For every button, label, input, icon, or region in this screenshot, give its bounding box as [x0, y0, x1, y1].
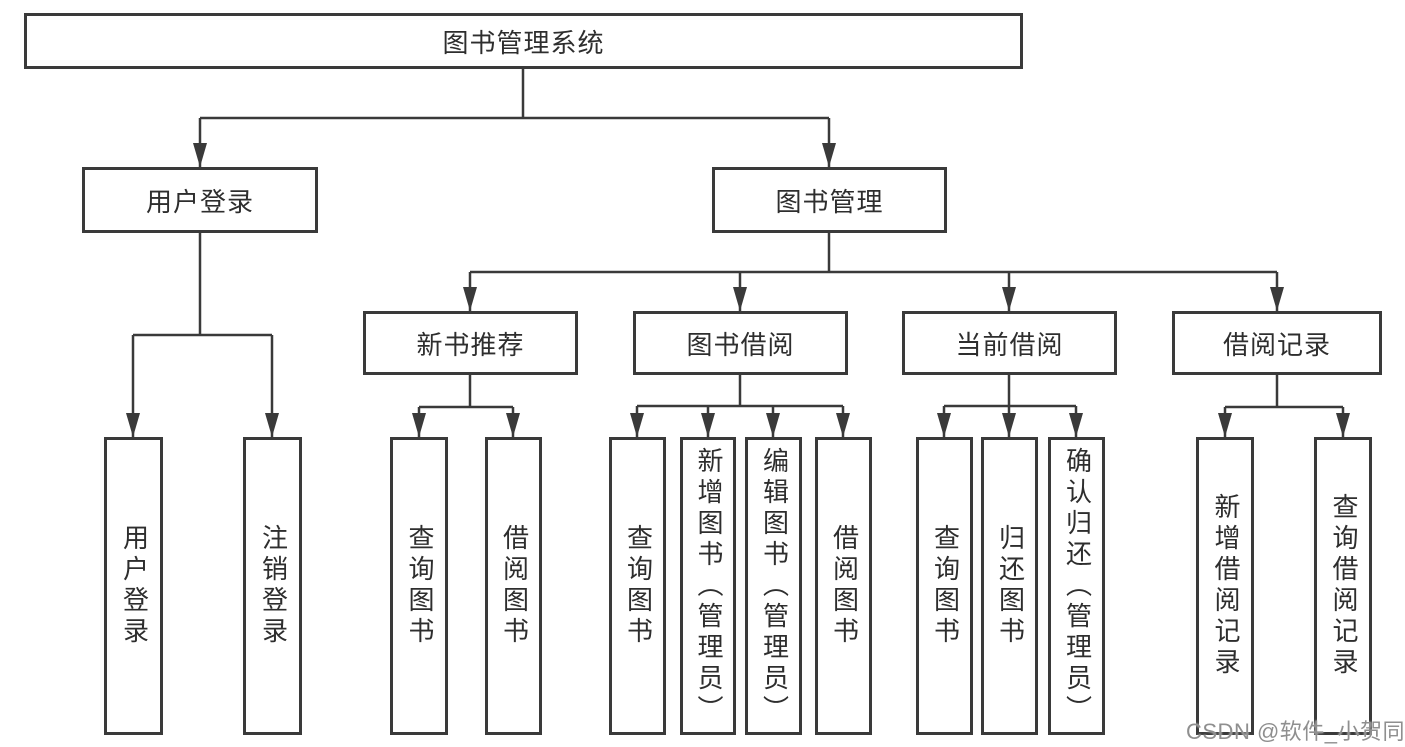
leaf-newbooks-query: 查询图书 [390, 437, 448, 735]
leaf-borrow-edit-admin: 编辑图书（管理员） [745, 437, 802, 735]
node-current-borrow: 当前借阅 [902, 311, 1117, 375]
leaf-current-query: 查询图书 [916, 437, 973, 735]
node-current-borrow-label: 当前借阅 [955, 329, 1064, 360]
connector-current-borrow-rail [944, 375, 1076, 408]
node-book-mgmt: 图书管理 [712, 167, 947, 233]
leaf-user-login: 用户登录 [104, 437, 163, 735]
leaf-user-login-label: 用户登录 [119, 524, 150, 648]
node-new-books: 新书推荐 [363, 311, 578, 375]
node-root-label: 图书管理系统 [442, 27, 605, 58]
leaf-current-return: 归还图书 [981, 437, 1038, 735]
leaf-borrow-query-label: 查询图书 [623, 524, 654, 648]
leaf-logout-label: 注销登录 [258, 524, 289, 648]
node-book-borrow: 图书借阅 [633, 311, 848, 375]
node-book-mgmt-label: 图书管理 [775, 186, 884, 217]
node-new-books-label: 新书推荐 [416, 329, 525, 360]
leaf-records-query: 查询借阅记录 [1314, 437, 1372, 735]
leaf-records-add: 新增借阅记录 [1196, 437, 1254, 735]
node-user-login: 用户登录 [82, 167, 318, 233]
node-root: 图书管理系统 [24, 13, 1023, 69]
connector-root-rail [200, 68, 829, 120]
leaf-borrow-borrow: 借阅图书 [815, 437, 872, 735]
leaf-logout: 注销登录 [243, 437, 302, 735]
leaf-newbooks-borrow: 借阅图书 [485, 437, 542, 735]
node-user-login-label: 用户登录 [145, 186, 254, 217]
leaf-borrow-edit-admin-label: 编辑图书（管理员） [759, 446, 790, 726]
leaf-borrow-query: 查询图书 [609, 437, 666, 735]
leaf-newbooks-borrow-label: 借阅图书 [499, 524, 530, 648]
connector-borrow-records-rail [1225, 375, 1343, 409]
leaf-current-return-label: 归还图书 [995, 524, 1026, 648]
leaf-borrow-add-admin-label: 新增图书（管理员） [693, 446, 724, 726]
csdn-watermark: CSDN @软件_小贺同学 [1186, 719, 1405, 744]
leaf-current-confirm-admin: 确认归还（管理员） [1048, 437, 1105, 735]
leaf-current-confirm-admin-label: 确认归还（管理员） [1062, 446, 1093, 726]
connector-new-books-rail [419, 375, 513, 409]
connector-book-mgmt-rail [470, 233, 1277, 274]
leaf-borrow-add-admin: 新增图书（管理员） [680, 437, 736, 735]
leaf-borrow-borrow-label: 借阅图书 [829, 524, 860, 648]
node-book-borrow-label: 图书借阅 [686, 329, 795, 360]
leaf-newbooks-query-label: 查询图书 [404, 524, 435, 648]
connector-book-borrow-rail [637, 375, 843, 408]
leaf-current-query-label: 查询图书 [930, 524, 961, 648]
leaf-records-add-label: 新增借阅记录 [1210, 493, 1241, 679]
node-borrow-records: 借阅记录 [1172, 311, 1382, 375]
leaf-records-query-label: 查询借阅记录 [1328, 493, 1359, 679]
connector-user-login-rail [133, 233, 272, 337]
node-borrow-records-label: 借阅记录 [1222, 329, 1331, 360]
